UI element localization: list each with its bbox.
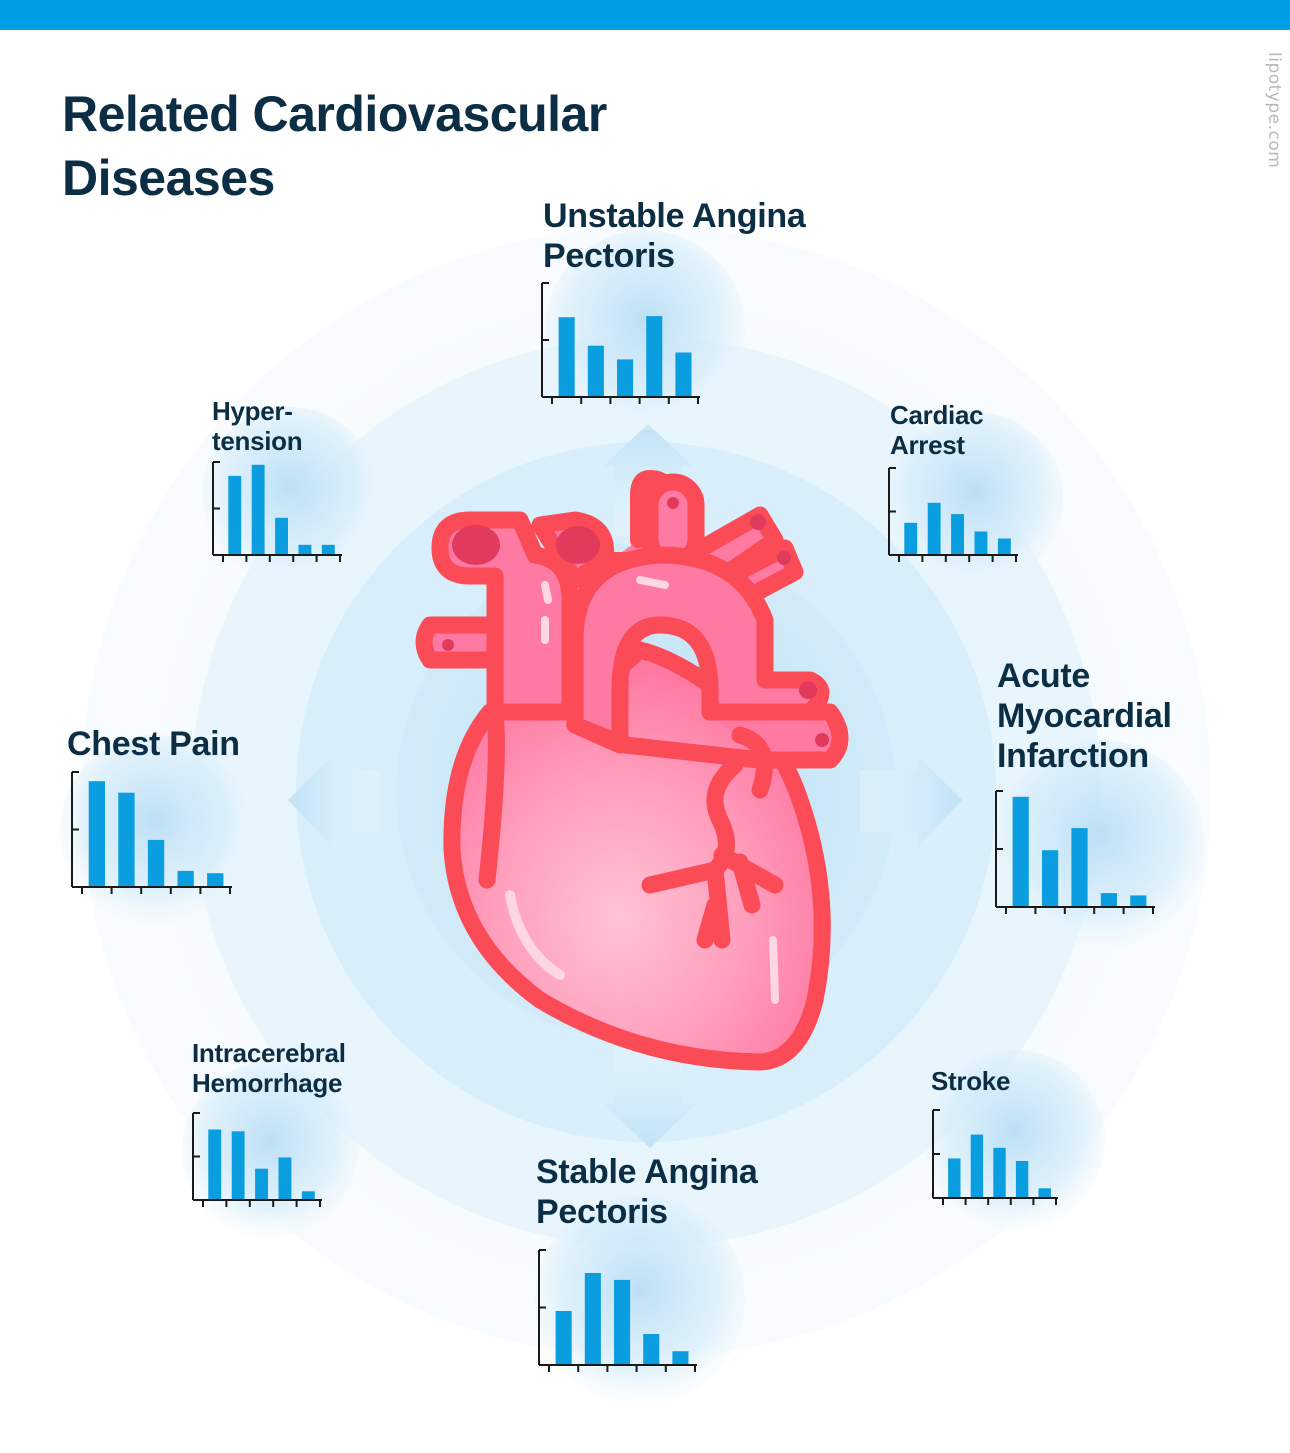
bar xyxy=(1042,850,1059,907)
bar xyxy=(278,1157,292,1200)
bar xyxy=(231,1131,245,1200)
bar xyxy=(275,517,288,555)
bar xyxy=(997,538,1011,555)
label-chest-pain: Chest Pain xyxy=(67,725,240,763)
bar xyxy=(951,514,964,555)
bar xyxy=(927,502,941,555)
bar-chart-acute-myocardial-infarction xyxy=(995,790,1155,914)
label-stroke: Stroke xyxy=(931,1066,1011,1096)
bar xyxy=(643,1334,660,1366)
label-hypertension: Hyper- tension xyxy=(212,396,303,456)
page-title: Related Cardiovascular Diseases xyxy=(62,86,607,206)
bar xyxy=(255,1168,268,1200)
watermark: lipotype.com xyxy=(1264,52,1284,169)
bar xyxy=(555,1311,572,1365)
bar-chart-intracerebral-hemorrhage xyxy=(192,1112,322,1207)
chart-backgrounds xyxy=(60,230,1205,1405)
chart-bg-hypertension xyxy=(202,407,378,583)
bar xyxy=(617,359,634,397)
bar-chart-unstable-angina-pectoris xyxy=(541,282,700,404)
bar xyxy=(1100,893,1117,907)
bar xyxy=(228,475,242,555)
bar xyxy=(207,873,224,887)
bar xyxy=(993,1147,1006,1198)
bar xyxy=(88,781,105,887)
heart-icon xyxy=(415,470,849,1071)
bar-chart-hypertension xyxy=(212,461,342,562)
label-stable-angina-pectoris: Stable Angina Pectoris xyxy=(536,1153,758,1231)
bar-chart-cardiac-arrest xyxy=(888,467,1018,562)
bar xyxy=(672,1351,689,1365)
label-acute-myocardial-infarction: Acute Myocardial Infarction xyxy=(997,657,1172,775)
bar-chart-stroke xyxy=(932,1109,1058,1205)
bar-chart-stable-angina-pectoris xyxy=(538,1249,697,1372)
bar xyxy=(675,352,692,397)
chart-bg-chest-pain xyxy=(60,735,250,925)
bar xyxy=(147,839,165,887)
bar xyxy=(208,1129,222,1200)
bar xyxy=(177,870,194,887)
bar xyxy=(646,316,663,397)
top-accent-bar xyxy=(0,0,1290,30)
bar xyxy=(118,792,135,887)
bar xyxy=(321,544,335,555)
label-cardiac-arrest: Cardiac Arrest xyxy=(890,400,984,460)
bar xyxy=(584,1273,601,1365)
bar xyxy=(298,544,312,555)
label-intracerebral-hemorrhage: Intracerebral Hemorrhage xyxy=(192,1038,346,1098)
bar xyxy=(301,1191,315,1200)
bar xyxy=(1038,1188,1051,1198)
arrow-down-icon xyxy=(604,1040,696,1148)
arrow-left-icon xyxy=(288,756,380,846)
bar xyxy=(970,1134,984,1198)
bar xyxy=(948,1158,961,1198)
bar xyxy=(558,317,575,397)
bar xyxy=(1130,895,1147,907)
bar xyxy=(251,464,265,555)
bar xyxy=(1071,828,1088,907)
bar xyxy=(587,345,604,397)
label-unstable-angina-pectoris: Unstable Angina Pectoris xyxy=(543,197,806,275)
bar xyxy=(1015,1161,1029,1198)
bar xyxy=(1012,796,1029,907)
bar xyxy=(614,1279,631,1365)
bar xyxy=(904,522,918,555)
arrow-right-icon xyxy=(860,756,962,846)
bar-chart-chest-pain xyxy=(71,771,232,894)
mini-charts xyxy=(71,282,1155,1372)
bar xyxy=(974,531,988,555)
chart-bg-stroke xyxy=(925,1050,1105,1230)
